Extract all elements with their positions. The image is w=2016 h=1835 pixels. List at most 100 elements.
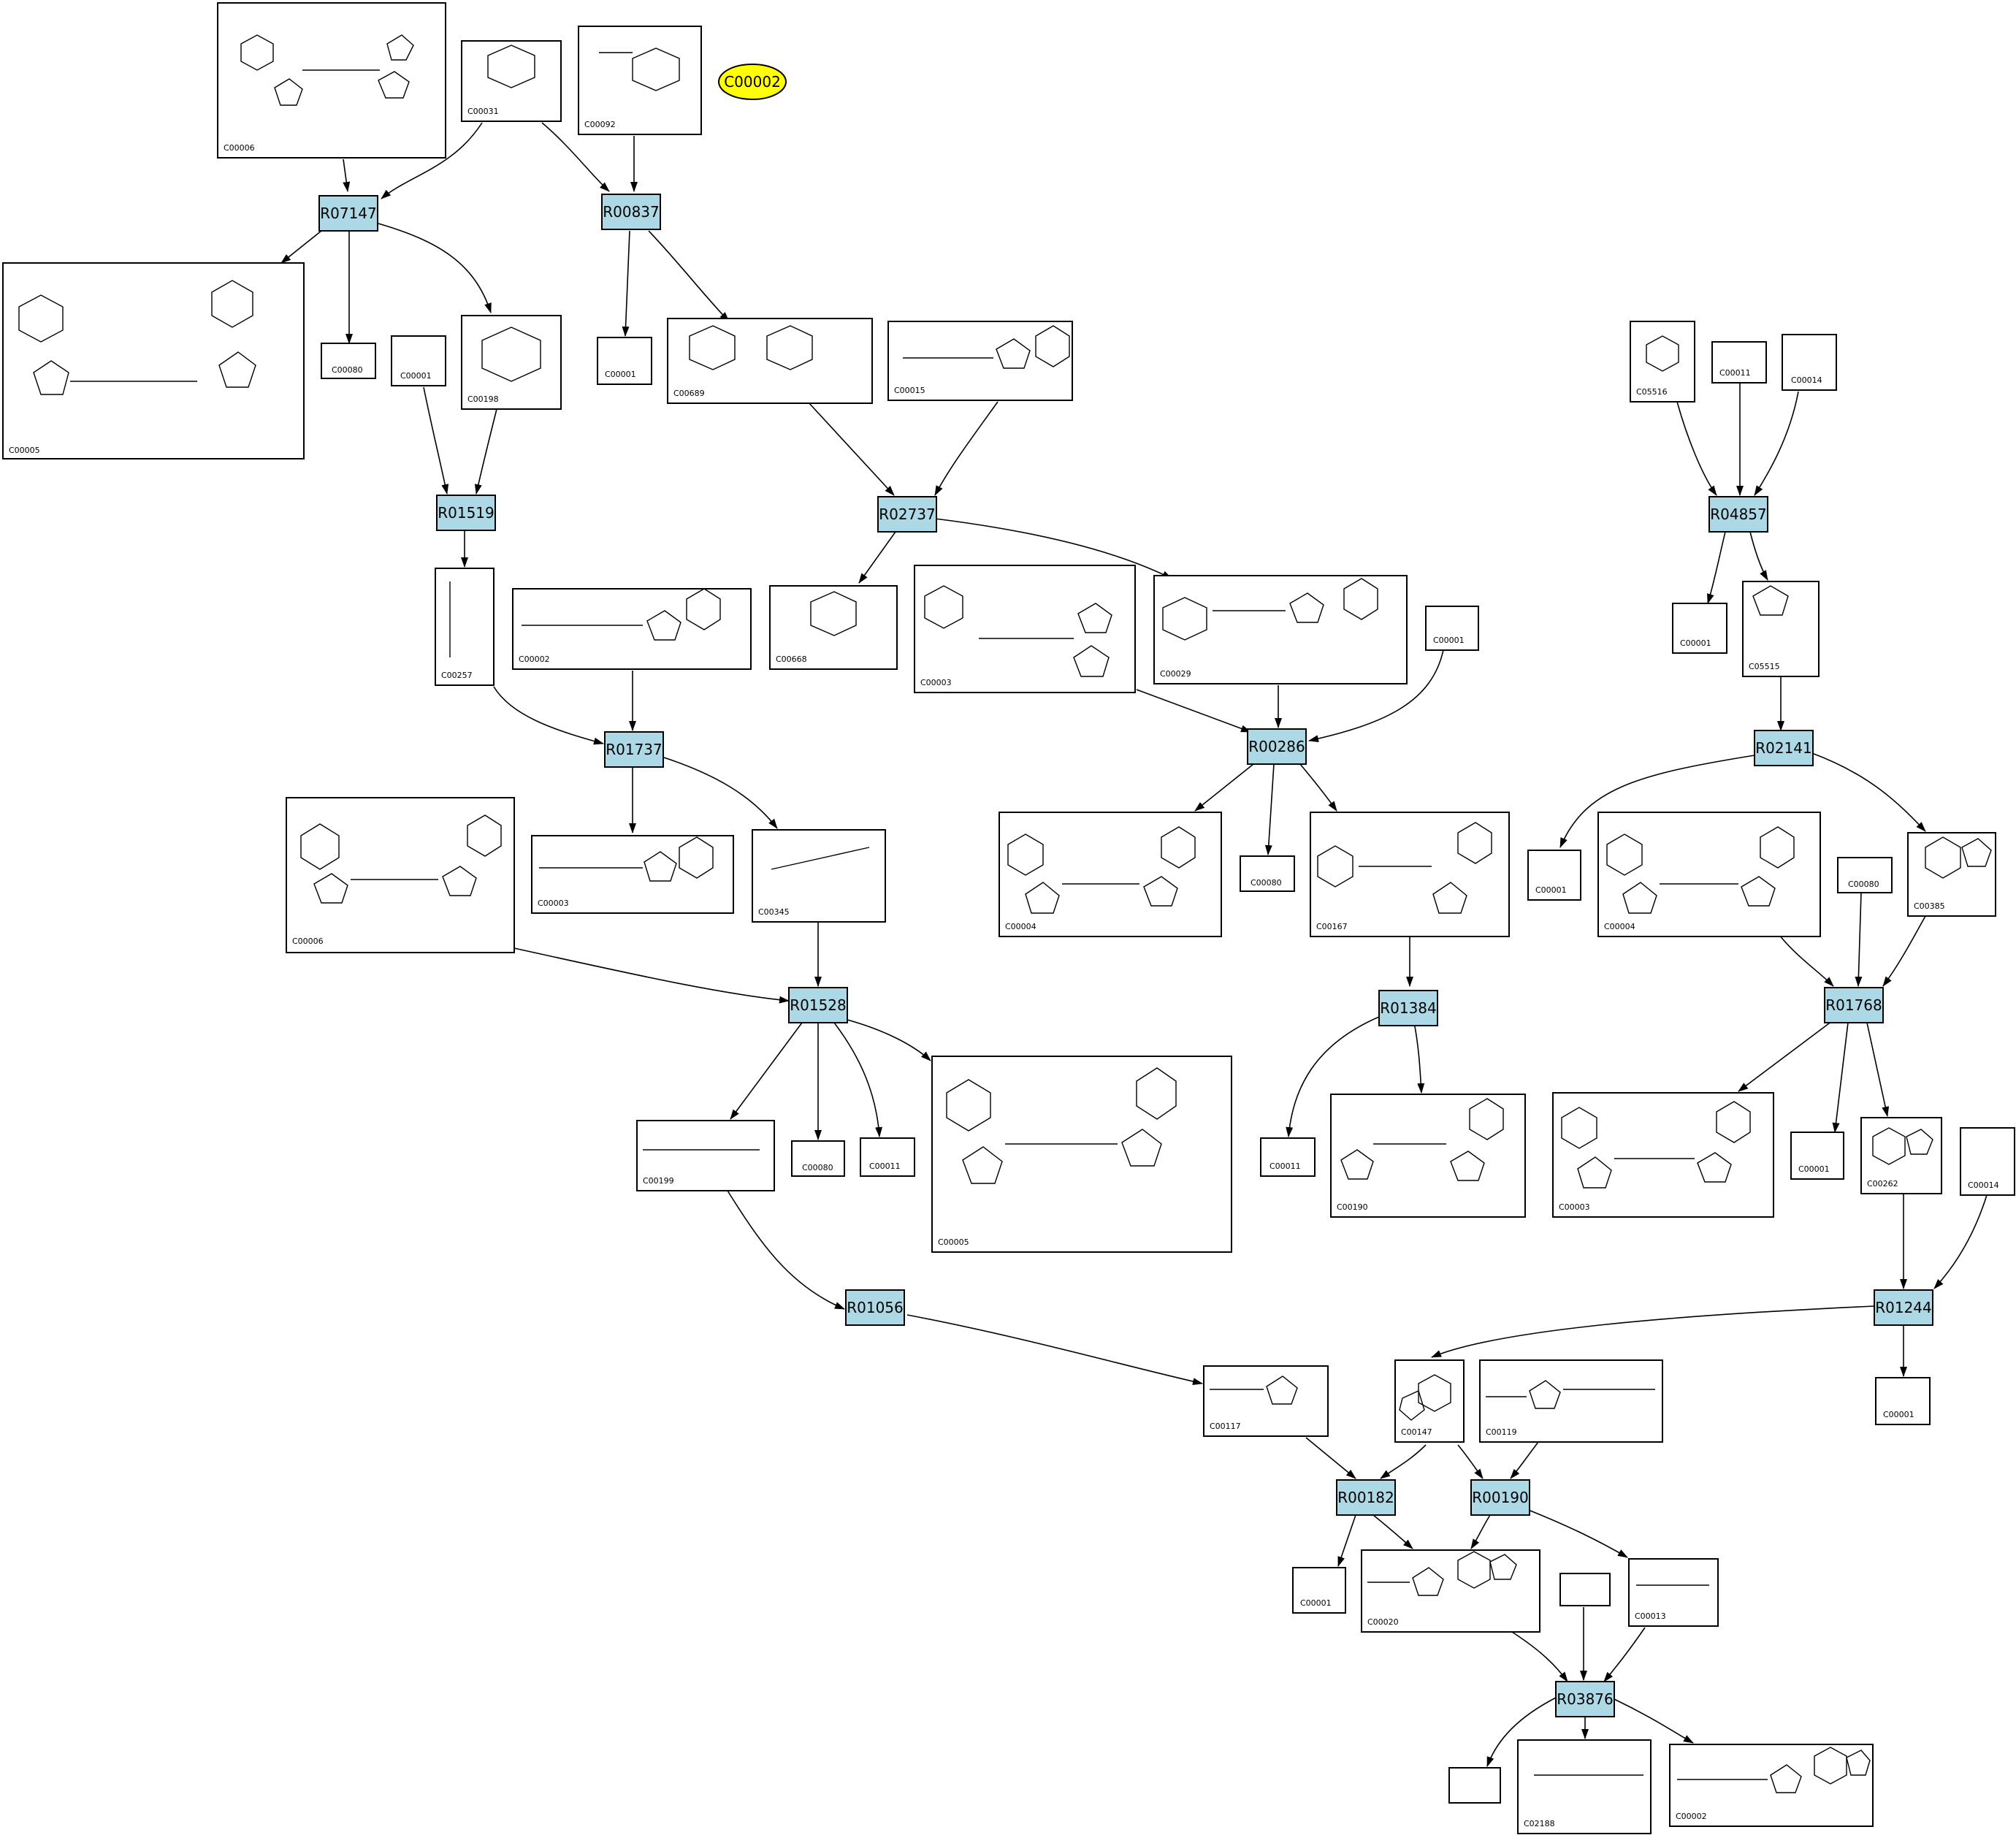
structure-sketch — [689, 325, 813, 370]
compound-node[interactable]: C00080 — [1240, 855, 1295, 892]
reaction-r01244[interactable]: R01244 — [1874, 1289, 1933, 1326]
compound-node[interactable]: C00119 — [1479, 1359, 1663, 1443]
compound-label: C02188 — [1524, 1819, 1555, 1828]
compound-node[interactable]: C00001 — [597, 337, 652, 385]
compound-node[interactable]: C00147 — [1394, 1359, 1465, 1443]
reaction-r07147[interactable]: R07147 — [318, 195, 378, 232]
reaction-r01768[interactable]: R01768 — [1824, 987, 1884, 1023]
compound-label: C00015 — [894, 386, 925, 395]
compound-label: C00092 — [584, 120, 616, 129]
reaction-box[interactable] — [601, 194, 661, 230]
compound-node[interactable]: C00006 — [217, 2, 446, 159]
reaction-r01056[interactable]: R01056 — [845, 1289, 905, 1326]
compound-node[interactable]: C00031 — [461, 40, 562, 122]
compound-node[interactable]: C00002 — [512, 588, 752, 670]
compound-node[interactable]: C00011 — [1711, 341, 1767, 384]
compound-node[interactable]: C00015 — [887, 321, 1073, 401]
compound-node[interactable]: C00011 — [860, 1137, 915, 1177]
compound-node[interactable]: C00199 — [636, 1120, 775, 1191]
reaction-r02737[interactable]: R02737 — [877, 496, 937, 533]
compound-node[interactable]: C00020 — [1361, 1549, 1540, 1633]
compound-node[interactable]: C00257 — [435, 568, 495, 686]
compound-node[interactable]: C00001 — [1875, 1377, 1931, 1425]
reaction-box[interactable] — [604, 731, 664, 768]
compound-node[interactable]: C00004 — [999, 812, 1222, 937]
reaction-box[interactable] — [1754, 730, 1814, 766]
reaction-r01737[interactable]: R01737 — [604, 731, 664, 768]
reaction-r04857[interactable]: R04857 — [1708, 496, 1768, 533]
reaction-box[interactable] — [436, 495, 496, 531]
edge — [1299, 763, 1337, 812]
compound-node[interactable]: C00011 — [1260, 1137, 1316, 1177]
compound-node[interactable]: C00029 — [1153, 575, 1408, 684]
empty-compound-node[interactable] — [1559, 1573, 1611, 1606]
reaction-r01528[interactable]: R01528 — [788, 987, 848, 1023]
empty-compound-node[interactable] — [1448, 1767, 1501, 1804]
edge — [1486, 1697, 1557, 1767]
compound-node[interactable]: C00198 — [461, 315, 562, 410]
compound-node[interactable]: C00080 — [791, 1140, 845, 1177]
compound-node[interactable]: C00002 — [1669, 1744, 1874, 1827]
compound-node[interactable]: C00001 — [1790, 1132, 1844, 1180]
compound-node[interactable]: C00006 — [286, 797, 515, 953]
compound-node[interactable]: C00003 — [914, 565, 1136, 693]
compound-node[interactable]: C00001 — [1292, 1567, 1346, 1614]
compound-node[interactable]: C00092 — [578, 26, 702, 135]
reaction-box[interactable] — [845, 1289, 905, 1326]
compound-node[interactable]: C02188 — [1517, 1739, 1652, 1834]
compound-node[interactable]: C00080 — [321, 343, 376, 379]
compound-node[interactable]: C00001 — [391, 335, 446, 386]
compound-node[interactable]: C00385 — [1907, 832, 1996, 917]
reaction-box[interactable] — [1874, 1289, 1933, 1326]
compound-node[interactable]: C00004 — [1597, 812, 1821, 937]
reaction-box[interactable] — [1247, 728, 1307, 765]
structure-sketch — [300, 815, 502, 904]
compound-node[interactable]: C00001 — [1527, 850, 1581, 901]
highlight-ellipse[interactable] — [718, 64, 787, 100]
reaction-box[interactable] — [1470, 1479, 1530, 1516]
reaction-r02141[interactable]: R02141 — [1754, 730, 1814, 766]
reaction-r03876[interactable]: R03876 — [1555, 1681, 1615, 1717]
reaction-r01384[interactable]: R01384 — [1378, 990, 1438, 1026]
edge — [1779, 934, 1834, 987]
reaction-box[interactable] — [1336, 1479, 1396, 1516]
compound-node[interactable]: C05516 — [1630, 321, 1695, 403]
highlight-compound[interactable]: C00002 — [718, 64, 787, 100]
compound-node[interactable]: C00345 — [752, 829, 886, 923]
reaction-r00190[interactable]: R00190 — [1470, 1479, 1530, 1516]
reaction-box[interactable] — [1708, 496, 1768, 533]
structure-sketch — [1210, 1376, 1298, 1405]
reaction-box[interactable] — [1378, 990, 1438, 1026]
compound-node[interactable]: C00005 — [931, 1056, 1232, 1253]
compound-node[interactable]: C00167 — [1310, 812, 1510, 937]
compound-node[interactable]: C00262 — [1860, 1117, 1942, 1194]
highlight-label: C00002 — [724, 73, 781, 91]
reaction-label: R01384 — [1380, 999, 1437, 1017]
compound-node[interactable]: C00014 — [1782, 334, 1837, 391]
compound-node[interactable]: C00003 — [531, 835, 734, 914]
compound-node[interactable]: C00190 — [1330, 1094, 1526, 1218]
edge — [934, 518, 1172, 579]
compound-node[interactable]: C00080 — [1837, 857, 1893, 893]
reaction-box[interactable] — [1824, 987, 1884, 1023]
compound-node[interactable]: C00668 — [769, 585, 898, 670]
edge — [1614, 1698, 1694, 1744]
compound-node[interactable]: C00013 — [1628, 1558, 1719, 1627]
structure-sketch — [1162, 578, 1378, 641]
compound-node[interactable]: C00001 — [1672, 603, 1727, 654]
compound-node[interactable]: C05515 — [1742, 581, 1820, 677]
structure-sketch — [18, 280, 256, 395]
reaction-r00837[interactable]: R00837 — [601, 194, 661, 230]
compound-node[interactable]: C00005 — [2, 262, 305, 459]
reaction-r00286[interactable]: R00286 — [1247, 728, 1307, 765]
reaction-box[interactable] — [318, 195, 378, 232]
reaction-box[interactable] — [1555, 1681, 1615, 1717]
compound-node[interactable]: C00001 — [1425, 606, 1479, 651]
reaction-r00182[interactable]: R00182 — [1336, 1479, 1396, 1516]
compound-node[interactable]: C00014 — [1960, 1127, 2015, 1196]
structure-sketch — [810, 591, 857, 636]
reaction-box[interactable] — [788, 987, 848, 1023]
compound-node[interactable]: C00117 — [1203, 1365, 1329, 1437]
reaction-r01519[interactable]: R01519 — [436, 495, 496, 531]
reaction-box[interactable] — [877, 496, 937, 533]
